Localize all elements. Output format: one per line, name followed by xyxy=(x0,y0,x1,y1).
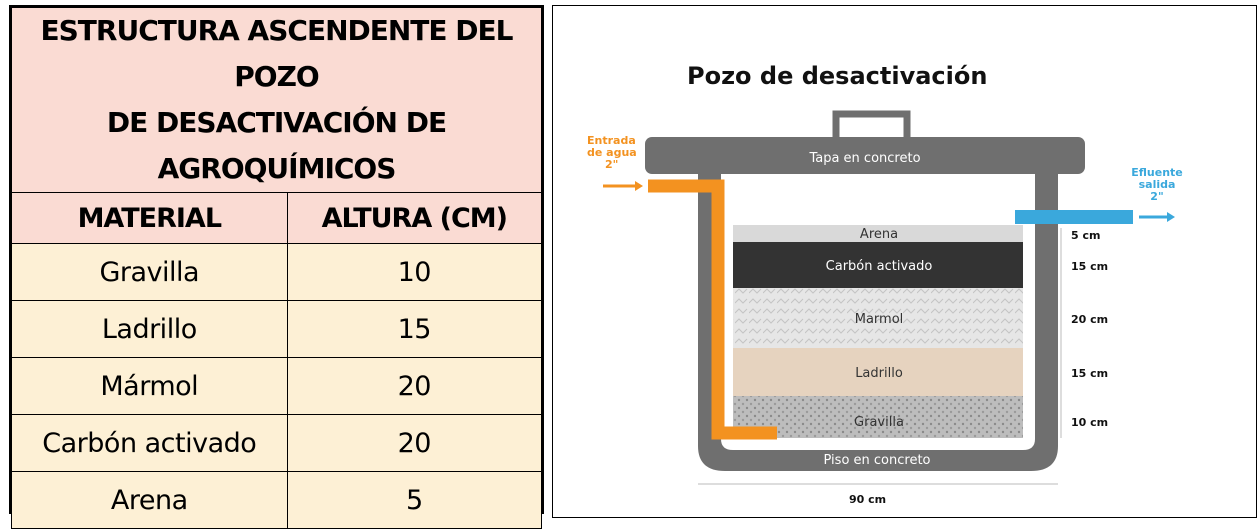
cell-height: 20 xyxy=(286,357,543,415)
lid-label: Tapa en concreto xyxy=(808,151,920,166)
cell-height: 5 xyxy=(286,471,543,529)
layer-gravel xyxy=(733,396,1023,438)
materials-table-panel: ESTRUCTURA ASCENDENTE DEL POZO DE DESACT… xyxy=(9,5,544,529)
layer-carbon-label: Carbón activado xyxy=(826,259,933,274)
height-marble: 20 cm xyxy=(1071,313,1108,326)
height-arena: 5 cm xyxy=(1071,229,1100,242)
inlet-arrowhead xyxy=(635,181,643,191)
layer-brick xyxy=(733,348,1023,396)
table-row: Arena 5 xyxy=(11,471,543,529)
lid-handle xyxy=(832,110,911,137)
table-title: ESTRUCTURA ASCENDENTE DEL POZO DE DESACT… xyxy=(11,7,542,193)
outlet-label-line-1: Efluente xyxy=(1131,166,1183,179)
table-title-line-1: ESTRUCTURA ASCENDENTE DEL POZO xyxy=(40,14,514,93)
inlet-label-line-3: 2" xyxy=(605,158,618,171)
materials-table: ESTRUCTURA ASCENDENTE DEL POZO DE DESACT… xyxy=(11,7,543,529)
inlet-pipe xyxy=(648,179,777,440)
inlet-label-line-1: Entrada xyxy=(587,134,636,147)
outlet-label-line-3: 2" xyxy=(1150,190,1163,203)
table-row: Mármol 20 xyxy=(11,357,543,415)
table-header-row: MATERIAL ALTURA (CM) xyxy=(11,192,543,244)
inlet-label-line-2: de agua xyxy=(587,146,637,159)
layer-carbon xyxy=(733,242,1023,288)
outlet-pipe xyxy=(1015,210,1133,224)
cell-material: Ladrillo xyxy=(11,300,288,358)
layer-marble xyxy=(733,288,1023,348)
table-title-line-2: DE DESACTIVACIÓN DE xyxy=(106,106,447,139)
width-label: 90 cm xyxy=(849,493,886,506)
floor-label: Piso en concreto xyxy=(824,453,931,468)
table-title-row: ESTRUCTURA ASCENDENTE DEL POZO DE DESACT… xyxy=(11,7,542,193)
header-height: ALTURA (CM) xyxy=(286,192,543,244)
table-row: Carbón activado 20 xyxy=(11,414,543,472)
diagram-title: Pozo de desactivación xyxy=(687,62,987,90)
cell-height: 15 xyxy=(286,300,543,358)
cell-height: 10 xyxy=(286,243,543,301)
table-row: Ladrillo 15 xyxy=(11,300,543,358)
table-row: Gravilla 10 xyxy=(11,243,543,301)
layer-marble-label: Marmol xyxy=(855,312,904,327)
cell-height: 20 xyxy=(286,414,543,472)
table-title-line-3: AGROQUÍMICOS xyxy=(157,152,397,185)
cell-material: Carbón activado xyxy=(11,414,288,472)
well-diagram-panel: Pozo de desactivación Tapa en concreto A… xyxy=(552,5,1257,518)
height-gravel: 10 cm xyxy=(1071,416,1108,429)
layer-gravel-label: Gravilla xyxy=(854,415,904,430)
cell-material: Gravilla xyxy=(11,243,288,301)
concrete-lid xyxy=(645,137,1085,174)
height-carbon: 15 cm xyxy=(1071,260,1108,273)
layer-arena-label: Arena xyxy=(860,227,898,242)
well-diagram: Pozo de desactivación Tapa en concreto A… xyxy=(587,62,1183,506)
height-brick: 15 cm xyxy=(1071,367,1108,380)
layer-arena xyxy=(733,225,1023,242)
header-material: MATERIAL xyxy=(11,192,288,244)
layer-brick-label: Ladrillo xyxy=(855,366,903,381)
outlet-arrowhead xyxy=(1167,212,1175,222)
outlet-label-line-2: salida xyxy=(1139,178,1176,191)
cell-material: Mármol xyxy=(11,357,288,415)
cell-material: Arena xyxy=(11,471,288,529)
